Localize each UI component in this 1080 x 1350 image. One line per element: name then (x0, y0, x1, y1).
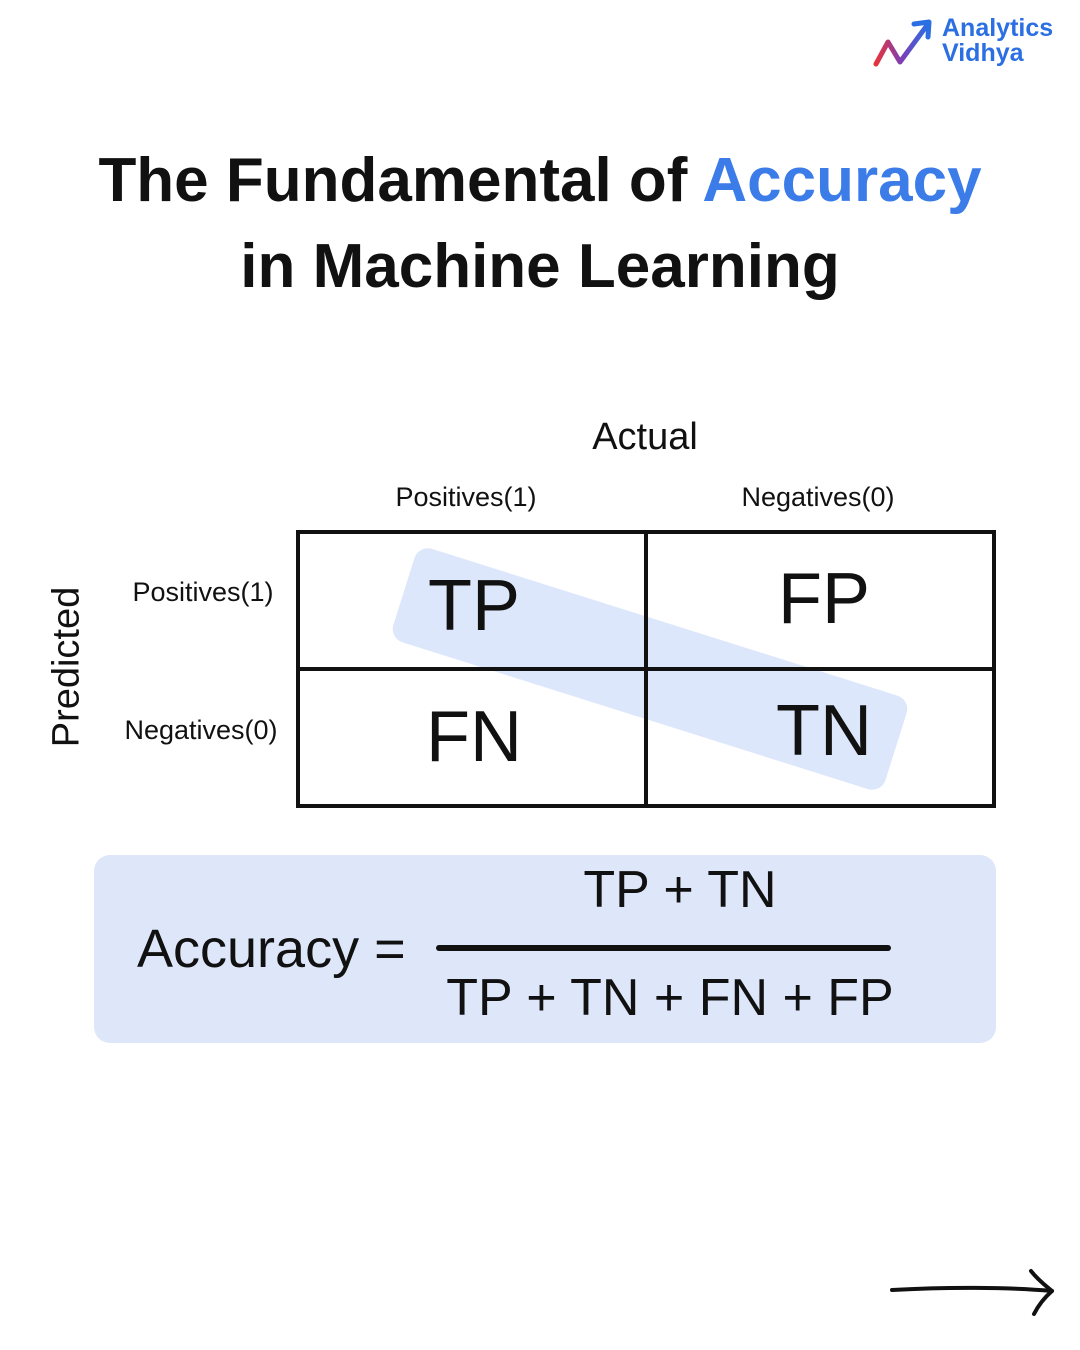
page-title: The Fundamental of Accuracy in Machine L… (0, 138, 1080, 310)
formula-numerator: TP + TN (583, 861, 777, 919)
cell-fn: FN (426, 697, 522, 777)
fraction-bar (436, 945, 891, 951)
cell-fp: FP (777, 559, 870, 639)
formula-denominator: TP + TN + FN + FP (446, 969, 894, 1027)
actual-axis-label: Actual (592, 416, 698, 458)
cell-tp: TP (427, 566, 520, 646)
title-part-1: The Fundamental of (98, 146, 703, 215)
brand-line-1: Analytics (942, 14, 1054, 42)
title-accent: Accuracy (702, 146, 982, 215)
cell-tn: TN (776, 691, 872, 771)
trend-arrow-icon (873, 19, 932, 67)
brand-line-2: Vidhya (942, 39, 1024, 67)
title-line-1: The Fundamental of Accuracy (0, 138, 1080, 224)
col-label-negatives: Negatives(0) (741, 482, 895, 512)
col-label-positives: Positives(1) (395, 482, 537, 512)
row-label-negatives: Negatives(0) (124, 715, 278, 745)
formula-label: Accuracy = (137, 919, 406, 979)
brand-logo: Analytics Vidhya (872, 16, 1072, 72)
row-label-positives: Positives(1) (132, 577, 274, 607)
brand-name: Analytics Vidhya (942, 16, 1053, 66)
title-line-2: in Machine Learning (240, 232, 840, 301)
right-arrow-icon[interactable] (886, 1266, 1062, 1322)
